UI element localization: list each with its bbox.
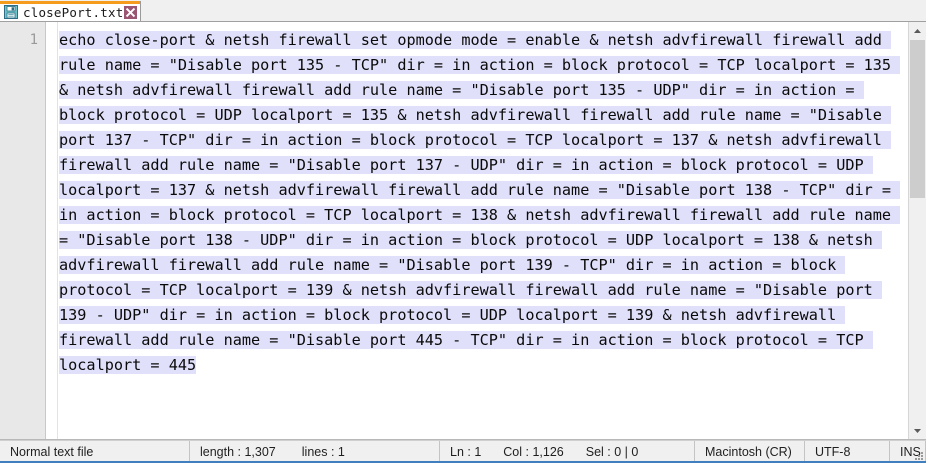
line-number-1: 1 <box>29 32 38 48</box>
line-number-gutter: 1 <box>0 22 46 439</box>
tab-label: closePort.txt <box>23 4 124 20</box>
status-eol-format[interactable]: Macintosh (CR) <box>695 441 805 463</box>
status-bar: Normal text file length : 1,307 lines : … <box>0 440 926 463</box>
status-length-label: length : 1,307 <box>200 445 276 459</box>
active-tab-accent-bar <box>0 1 141 4</box>
status-document-type: Normal text file <box>0 441 190 463</box>
status-encoding[interactable]: UTF-8 <box>805 441 890 463</box>
status-eol-label: Macintosh (CR) <box>705 445 792 459</box>
status-length-lines: length : 1,307 lines : 1 <box>190 441 440 463</box>
editor-area: 1 echo close-port & netsh firewall set o… <box>0 22 926 440</box>
status-document-type-label: Normal text file <box>10 445 94 459</box>
tab-bar: closePort.txt <box>0 0 926 22</box>
selected-text[interactable]: echo close-port & netsh firewall set opm… <box>59 31 901 374</box>
fold-margin[interactable] <box>46 22 58 439</box>
resize-grip-dots <box>914 451 923 460</box>
status-caret-position: Ln : 1 Col : 1,126 Sel : 0 | 0 <box>440 441 695 463</box>
code-canvas[interactable]: echo close-port & netsh firewall set opm… <box>58 22 908 439</box>
status-insert-mode-label: INS <box>900 445 921 459</box>
chevron-down-icon[interactable] <box>909 422 926 439</box>
status-ln-label: Ln : 1 <box>450 445 482 459</box>
status-sel-label: Sel : 0 | 0 <box>585 445 639 459</box>
status-col-label: Col : 1,126 <box>503 445 564 459</box>
close-x-icon[interactable] <box>124 6 138 19</box>
code-content[interactable]: echo close-port & netsh firewall set opm… <box>58 28 908 378</box>
status-encoding-label: UTF-8 <box>815 445 851 459</box>
save-floppy-icon <box>4 5 18 19</box>
scrollbar-thumb[interactable] <box>910 40 925 198</box>
chevron-up-icon[interactable] <box>909 22 926 39</box>
vertical-scrollbar[interactable] <box>908 22 926 439</box>
status-lines-label: lines : 1 <box>301 445 345 459</box>
tab-closeport-txt[interactable]: closePort.txt <box>0 1 142 21</box>
